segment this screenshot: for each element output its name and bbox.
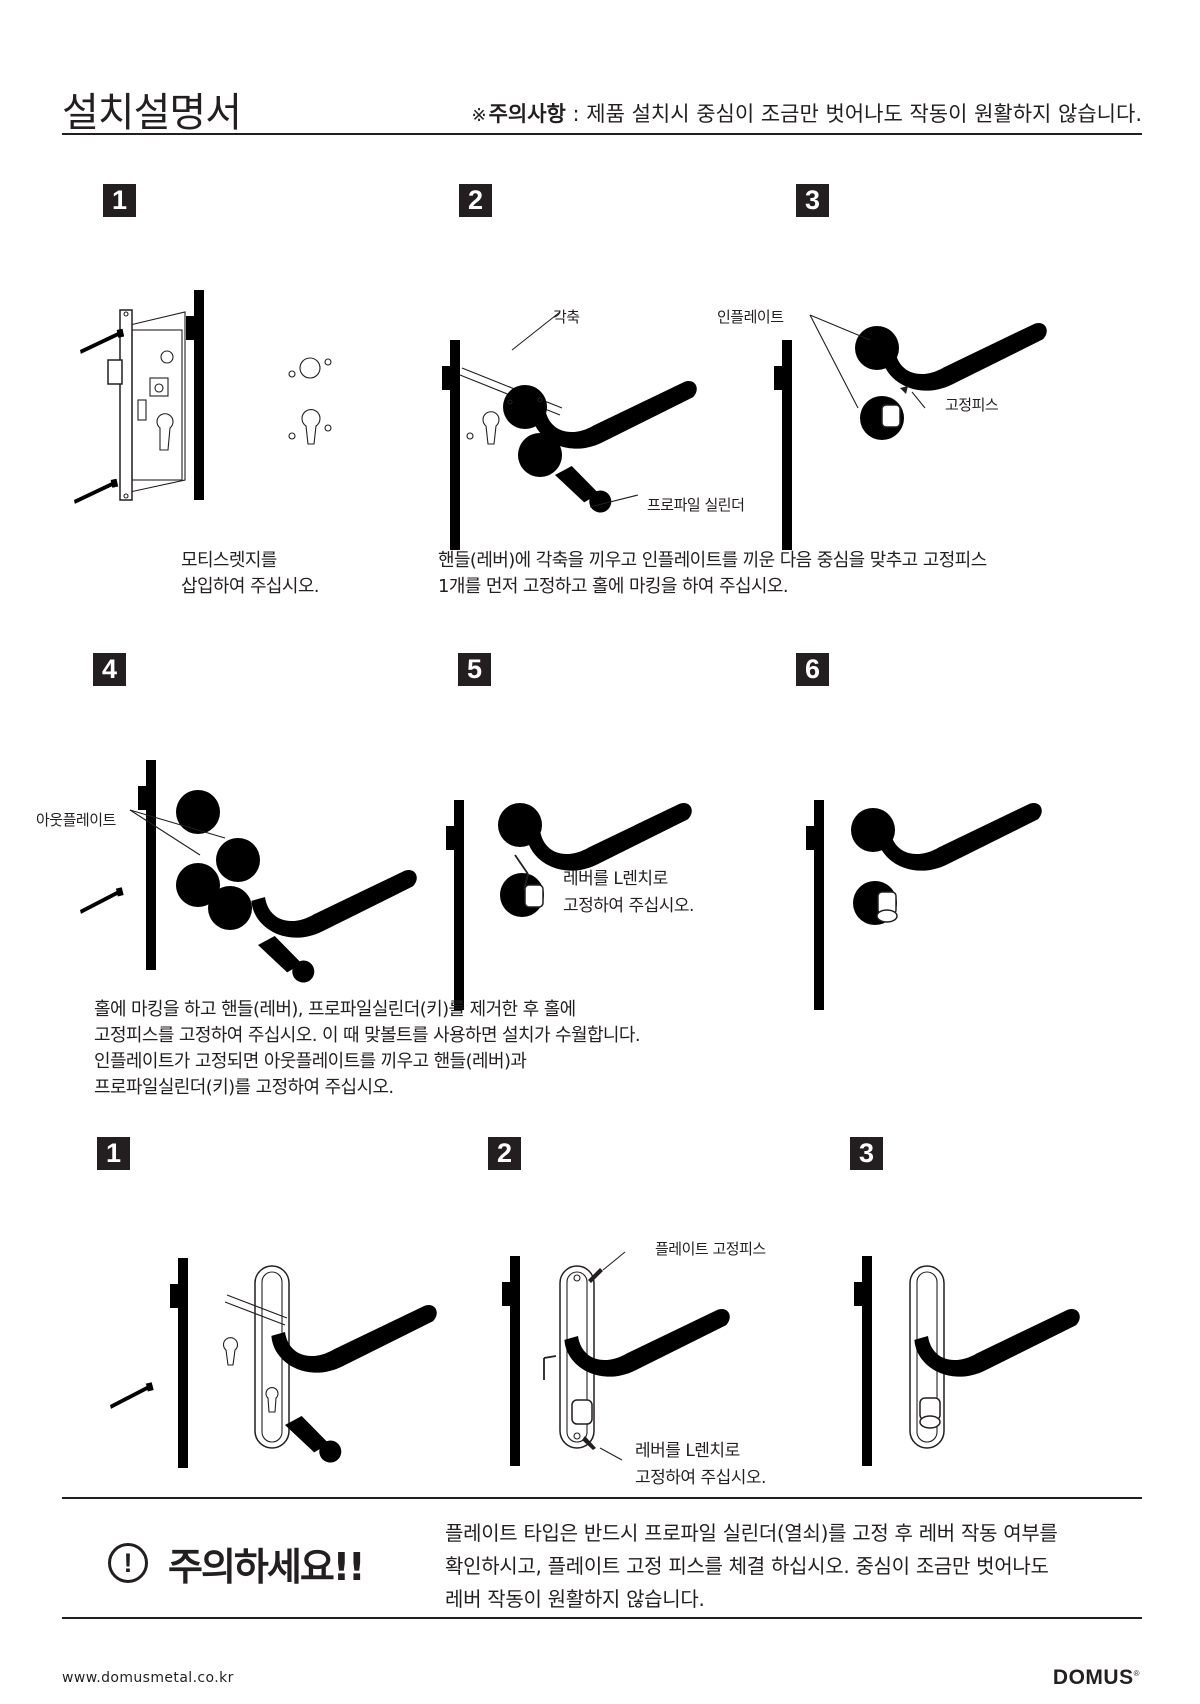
warning-icon: ! (108, 1543, 148, 1583)
footer-url[interactable]: www.domusmetal.co.kr (62, 1670, 234, 1686)
figure-step3-inner-plate (738, 260, 1053, 560)
label-plate-wrench-line2: 고정하여 주십시오. (635, 1468, 766, 1488)
label-lever-wrench-line2: 고정하여 주십시오. (563, 896, 694, 916)
figure-plate-step2 (466, 1176, 766, 1476)
label-inner-plate: 인플레이트 (717, 308, 784, 326)
figure-step6-finished (770, 720, 1070, 1020)
step-badge-3: 3 (796, 184, 829, 217)
figure-step5-lever-fix (410, 720, 710, 1020)
label-outer-plate: 아웃플레이트 (36, 811, 116, 829)
brand-registered-mark: ® (1133, 1669, 1140, 1678)
figure-step4-outer-plate (47, 680, 423, 990)
figure-plate-step1 (77, 1178, 443, 1478)
label-profile-cylinder: 프로파일 실린더 (647, 496, 745, 514)
plate-step-badge-3: 3 (850, 1137, 883, 1170)
label-plate-wrench-line1: 레버를 L렌치로 (635, 1441, 740, 1461)
mortise-lock-body (107, 309, 186, 501)
caption-step2-3: 핸들(레버)에 각축을 끼우고 인플레이트를 끼운 다음 중심을 맞추고 고정피… (438, 548, 987, 600)
label-lever-wrench-step5: 레버를 L렌치로 고정하여 주십시오. (563, 866, 694, 920)
plate-step-badge-2: 2 (488, 1137, 521, 1170)
step-badge-5: 5 (458, 653, 491, 686)
page-title: 설치설명서 (62, 90, 242, 136)
notice-label: 주의사항 (488, 102, 566, 126)
figure-step1-mortise (42, 210, 450, 515)
figure-step2-spindle (406, 260, 706, 560)
label-plate-fixing-screw: 플레이트 고정피스 (655, 1240, 766, 1258)
warning-line1: 플레이트 타입은 반드시 프로파일 실린더(열쇠)를 고정 후 레버 작동 여부… (445, 1521, 1058, 1545)
spindle-assembly (459, 367, 703, 520)
caption-4-6-line3: 인플레이트가 고정되면 아웃플레이트를 끼우고 핸들(레버)과 (94, 1051, 527, 1072)
label-spindle: 각축 (553, 308, 580, 326)
step-badge-1: 1 (103, 184, 136, 217)
caption-step4-6: 홀에 마킹을 하고 핸들(레버), 프로파일실린더(키)를 제거한 후 홀에 고… (94, 997, 641, 1101)
warning-divider-top (62, 1497, 1142, 1499)
brand-name: DOMUS (1052, 1666, 1134, 1689)
step-badge-4: 4 (93, 653, 126, 686)
warning-divider-bottom (62, 1617, 1142, 1619)
label-lever-wrench-plate: 레버를 L렌치로 고정하여 주십시오. (635, 1438, 766, 1492)
caption-step1: 모티스렛지를 삽입하여 주십시오. (181, 548, 320, 600)
label-fixing-screw: 고정피스 (945, 396, 999, 414)
caption-4-6-line4: 프로파일실린더(키)를 고정하여 주십시오. (94, 1077, 394, 1098)
warning-line3: 레버 작동이 원활하지 않습니다. (445, 1587, 705, 1611)
door-holes (288, 357, 332, 445)
warning-line2: 확인하시고, 플레이트 고정 피스를 체결 하십시오. 중심이 조금만 벗어나도 (445, 1554, 1049, 1578)
caption-4-6-line1: 홀에 마킹을 하고 핸들(레버), 프로파일실린더(키)를 제거한 후 홀에 (94, 999, 576, 1020)
caption-step2-line2: 1개를 먼저 고정하고 홀에 마킹을 하여 주십시오. (438, 576, 789, 597)
warning-text: 플레이트 타입은 반드시 프로파일 실린더(열쇠)를 고정 후 레버 작동 여부… (445, 1517, 1058, 1616)
caption-4-6-line2: 고정피스를 고정하여 주십시오. 이 때 맞볼트를 사용하면 설치가 수월합니다… (94, 1025, 641, 1046)
figure-plate-step3 (818, 1176, 1118, 1476)
warning-title: 주의하세요!! (168, 1545, 365, 1589)
step-badge-6: 6 (796, 653, 829, 686)
notice-mark: ※ (471, 105, 487, 126)
header-divider (62, 133, 1142, 135)
step-badge-2: 2 (459, 184, 492, 217)
label-lever-wrench-line1: 레버를 L렌치로 (563, 869, 668, 889)
caption-step1-line2: 삽입하여 주십시오. (181, 576, 320, 597)
plate-step-badge-1: 1 (97, 1137, 130, 1170)
caption-step2-line1: 핸들(레버)에 각축을 끼우고 인플레이트를 끼운 다음 중심을 맞추고 고정피… (438, 550, 987, 571)
notice-text: : 제품 설치시 중심이 조금만 벗어나도 작동이 원활하지 않습니다. (565, 102, 1142, 126)
notice: ※주의사항 : 제품 설치시 중심이 조금만 벗어나도 작동이 원활하지 않습니… (471, 98, 1142, 128)
caption-step1-line1: 모티스렛지를 (181, 550, 277, 571)
brand-logo: DOMUS® (1053, 1666, 1140, 1690)
